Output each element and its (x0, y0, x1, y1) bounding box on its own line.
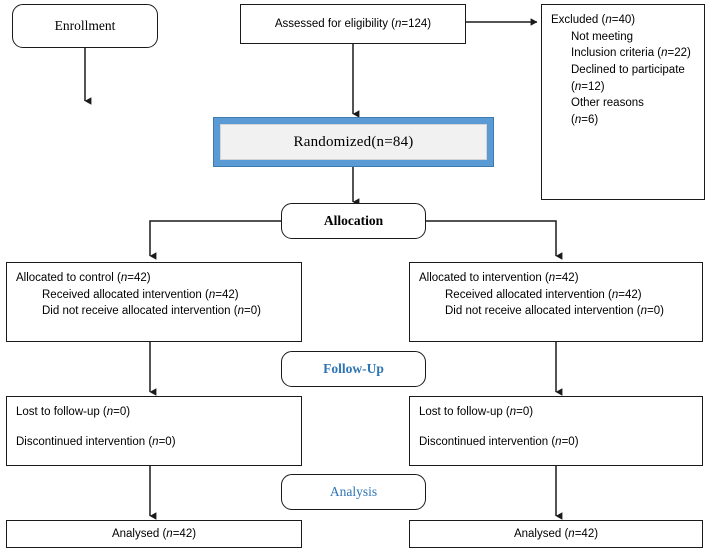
connector-allocation-right (426, 220, 563, 260)
allocated-intervention-line-received: Received allocated intervention (n=42) (445, 288, 642, 301)
allocated-intervention-line-total: Allocated to intervention (n=42) (419, 272, 579, 284)
allocated-control-line-received: Received allocated intervention (n=42) (42, 288, 239, 301)
allocated-control-line-not-received: Did not receive allocated intervention (… (42, 305, 261, 318)
node-analysed-control-text: Analysed (n=42) (111, 527, 197, 540)
excluded-line-other-reasons: Other reasons (571, 97, 644, 110)
stage-label-allocation: Allocation (323, 213, 384, 229)
node-analysed-intervention: Analysed (n=42) (409, 520, 703, 548)
followup-intervention-line-discontinued: Discontinued intervention (n=0) (419, 435, 579, 448)
excluded-line-other-reasons-n: (n=6) (571, 114, 599, 127)
node-randomized-inner-panel: Randomized(n=84) (220, 124, 487, 160)
node-randomized-text: Randomized(n=84) (293, 133, 414, 150)
followup-intervention-line-lost: Lost to follow-up (n=0) (419, 406, 534, 418)
node-allocated-intervention-body: Allocated to intervention (n=42) Receive… (410, 263, 702, 327)
excluded-line-total: Excluded (n=40) (551, 14, 636, 26)
allocated-intervention-line-not-received: Did not receive allocated intervention (… (445, 305, 664, 318)
node-followup-control: Lost to follow-up (n=0) Discontinued int… (6, 396, 302, 466)
stage-label-enrollment: Enrollment (54, 18, 116, 34)
stage-box-analysis: Analysis (281, 474, 426, 510)
stage-label-analysis: Analysis (329, 484, 378, 500)
stage-box-follow-up: Follow-Up (281, 351, 426, 387)
node-analysed-control: Analysed (n=42) (6, 520, 302, 548)
followup-control-line-discontinued: Discontinued intervention (n=0) (16, 435, 176, 448)
node-followup-control-body: Lost to follow-up (n=0) Discontinued int… (7, 397, 301, 457)
node-followup-intervention-body: Lost to follow-up (n=0) Discontinued int… (410, 397, 702, 457)
node-allocated-intervention: Allocated to intervention (n=42) Receive… (409, 262, 703, 342)
connector-allocation-left (149, 220, 281, 260)
stage-box-allocation: Allocation (281, 203, 426, 239)
node-assessed-for-eligibility: Assessed for eligibility (n=124) (240, 4, 466, 44)
node-excluded-body: Excluded (n=40) Not meeting Inclusion cr… (542, 5, 704, 136)
followup-control-line-lost: Lost to follow-up (n=0) (16, 406, 131, 418)
excluded-line-not-meeting: Not meeting (571, 30, 634, 43)
node-followup-intervention: Lost to follow-up (n=0) Discontinued int… (409, 396, 703, 466)
stage-label-follow-up: Follow-Up (323, 361, 384, 377)
node-randomized: Randomized(n=84) (213, 117, 494, 167)
stage-box-enrollment: Enrollment (12, 4, 158, 48)
allocated-control-line-total: Allocated to control (n=42) (16, 272, 151, 284)
node-excluded: Excluded (n=40) Not meeting Inclusion cr… (541, 4, 705, 200)
node-analysed-intervention-text: Analysed (n=42) (513, 527, 599, 540)
node-assessed-text: Assessed for eligibility (n=124) (274, 17, 432, 30)
node-allocated-control-body: Allocated to control (n=42) Received all… (7, 263, 301, 327)
node-allocated-control: Allocated to control (n=42) Received all… (6, 262, 302, 342)
excluded-line-declined: Declined to participate (571, 64, 685, 77)
excluded-line-declined-n: (n=12) (571, 80, 605, 93)
excluded-line-inclusion-criteria: Inclusion criteria (n=22) (571, 47, 691, 60)
